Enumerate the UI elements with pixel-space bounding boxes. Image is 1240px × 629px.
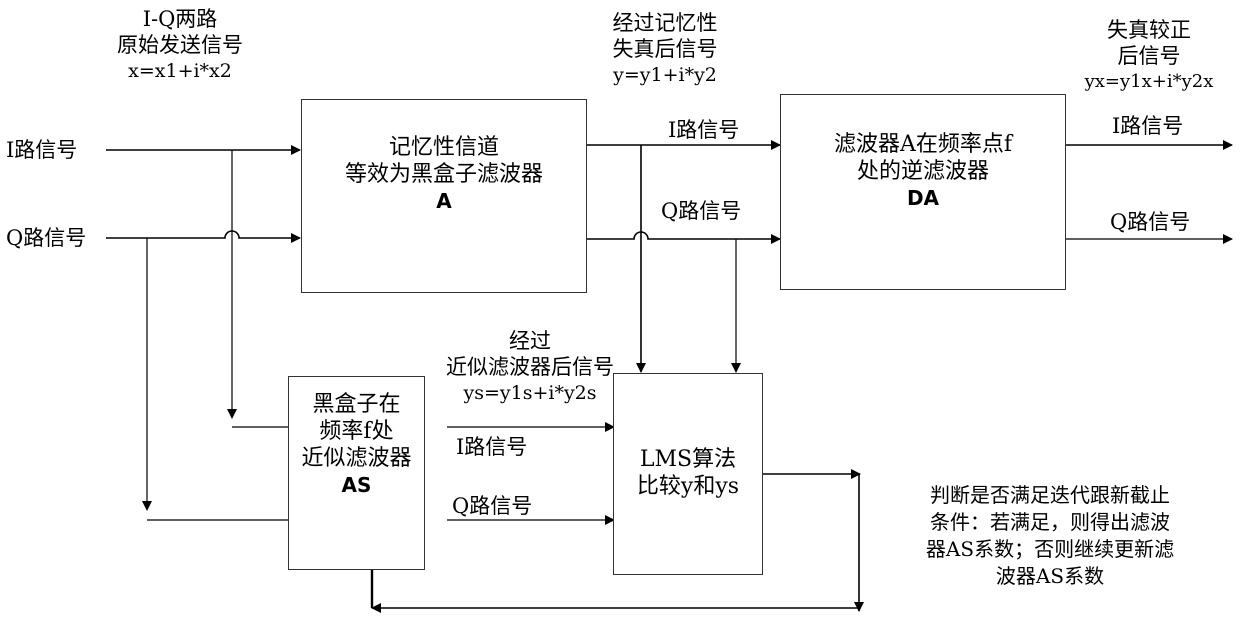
header-line: ys=y1s+i*y2s (463, 382, 597, 404)
wire-q-input (106, 230, 301, 243)
block-text: 记忆性信道 (388, 135, 499, 160)
header-line: 近似滤波器后信号 (446, 355, 614, 379)
block-name: DA (906, 186, 940, 210)
approx-i-label: I路信号 (456, 435, 528, 459)
header-line: yx=y1x+i*y2x (1084, 71, 1214, 92)
channel-block-a[interactable]: 记忆性信道 等效为黑盒子滤波器 A (301, 99, 587, 293)
wire-y-q (586, 231, 781, 244)
block-text: 频率f处 (319, 419, 394, 444)
corrected-q-label: Q路信号 (1110, 210, 1191, 234)
note-line: 判断是否满足迭代跟新截止 (930, 483, 1170, 507)
note-line: 器AS系数；否则继续更新滤 (925, 537, 1175, 561)
input-signal-header: I-Q两路 原始发送信号 x=x1+i*x2 (100, 6, 260, 84)
block-text: 处的逆滤波器 (856, 159, 989, 184)
input-q-label: Q路信号 (6, 226, 87, 250)
note-line: 波器AS系数 (995, 564, 1105, 588)
block-text: 比较y和ys (636, 474, 740, 499)
approx-signal-header: 经过 近似滤波器后信号 ys=y1s+i*y2s (415, 328, 645, 406)
approx-q-label: Q路信号 (452, 494, 533, 518)
input-i-label: I路信号 (6, 138, 78, 162)
block-text: 近似滤波器 (301, 446, 412, 471)
block-text: 等效为黑盒子滤波器 (344, 162, 543, 187)
approx-filter-block-as[interactable]: 黑盒子在 频率f处 近似滤波器 AS (288, 376, 425, 570)
inverse-filter-block-da[interactable]: 滤波器A在频率点f 处的逆滤波器 DA (780, 94, 1066, 290)
corrected-i-label: I路信号 (1112, 114, 1184, 138)
header-line: 原始发送信号 (117, 33, 243, 57)
block-text: 滤波器A在频率点f (833, 132, 1013, 157)
decision-note: 判断是否满足迭代跟新截止 条件：若满足，则得出滤波 器AS系数；否则继续更新滤 … (880, 482, 1220, 590)
block-name: AS (341, 473, 372, 497)
distorted-i-label: I路信号 (668, 118, 740, 142)
block-name: A (436, 189, 452, 213)
header-line: 后信号 (1117, 44, 1181, 68)
distorted-q-label: Q路信号 (661, 199, 742, 223)
note-line: 条件：若满足，则得出滤波 (930, 510, 1170, 534)
header-line: y=y1+i*y2 (613, 64, 717, 86)
header-line: 失真较正 (1107, 18, 1191, 42)
header-line: x=x1+i*x2 (128, 60, 232, 82)
corrected-signal-header: 失真较正 后信号 yx=y1x+i*y2x (1064, 17, 1234, 95)
header-line: 经过记忆性 (612, 11, 718, 35)
block-text: LMS算法 (639, 447, 737, 472)
lms-algorithm-block[interactable]: LMS算法 比较y和ys (613, 373, 763, 575)
header-line: 经过 (509, 329, 551, 353)
header-line: I-Q两路 (142, 7, 218, 31)
distorted-signal-header: 经过记忆性 失真后信号 y=y1+i*y2 (590, 10, 740, 88)
block-text: 黑盒子在 (312, 392, 401, 417)
header-line: 失真后信号 (612, 37, 718, 61)
